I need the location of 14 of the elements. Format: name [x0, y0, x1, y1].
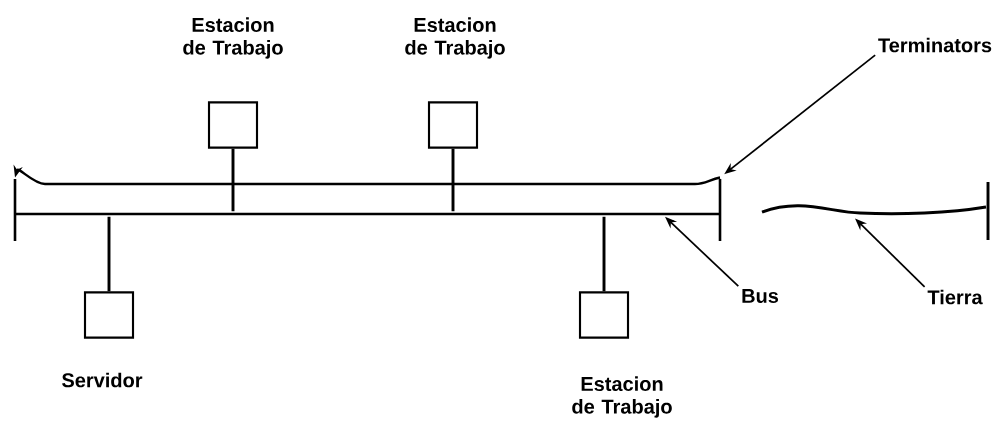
- station-label: Estacion de Trabajo: [572, 376, 672, 418]
- callout-label: Terminators: [878, 37, 992, 53]
- stem-line: [107, 216, 111, 292]
- ground-wire-drawing: [761, 182, 990, 240]
- stem-line: [231, 148, 235, 212]
- station-label: Servidor: [62, 372, 143, 388]
- terminator-bar: [13, 179, 17, 241]
- station-label: Estacion de Trabajo: [405, 17, 505, 59]
- stem-line: [602, 216, 606, 292]
- stem-line: [451, 148, 455, 212]
- callout-label: Tierra: [927, 289, 983, 305]
- terminator-bar: [718, 179, 722, 241]
- callout-label: Bus: [742, 289, 779, 303]
- station-label: Estacion de Trabajo: [183, 17, 283, 59]
